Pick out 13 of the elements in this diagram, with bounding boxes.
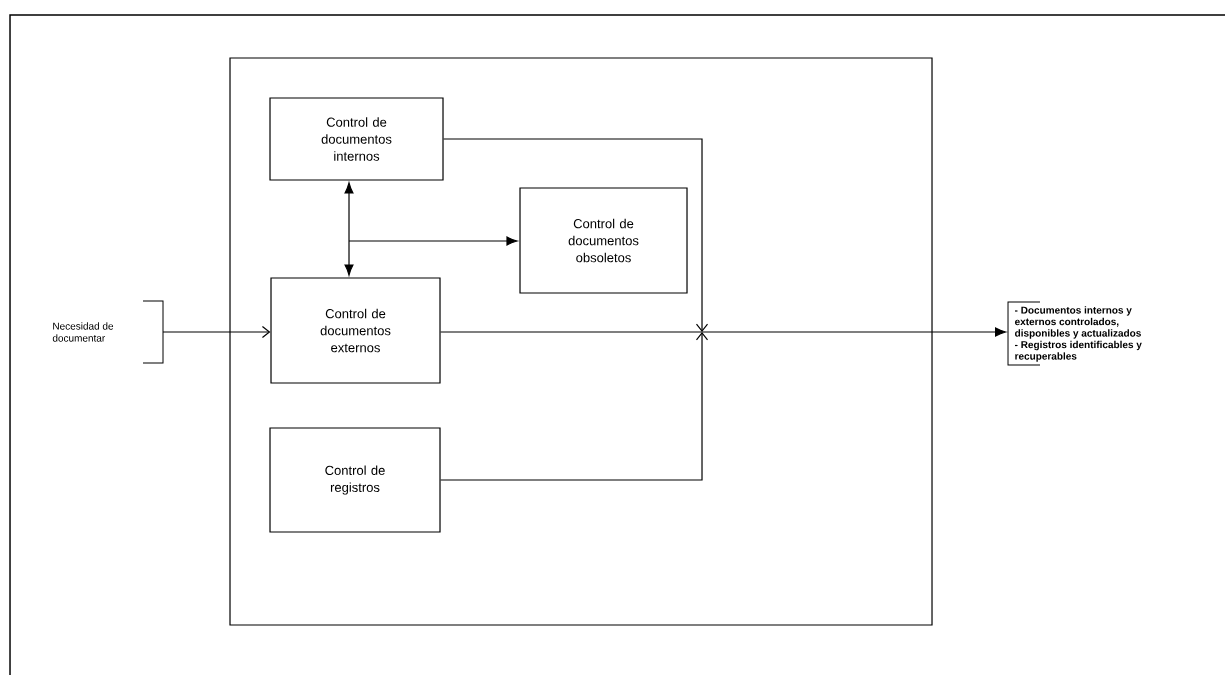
arrow (440, 332, 709, 481)
process-box: Control de documentos internos (269, 97, 444, 181)
system-boundary-box (229, 57, 933, 626)
bracket-label: Necesidad de documentar (52, 300, 164, 364)
arrow (443, 138, 709, 332)
double-arrow (344, 182, 354, 276)
arrow (162, 325, 271, 339)
process-box: Control de registros (269, 427, 441, 533)
arrow (440, 327, 1007, 337)
process-box: Control de documentos obsoletos (519, 187, 688, 294)
process-box: Control de documentos externos (270, 277, 441, 384)
arrow (348, 236, 518, 246)
bracket-label: - Documentos internos y externos controlados, disponibles y actualizados - Registros identificables y recuperables (1007, 301, 1142, 366)
